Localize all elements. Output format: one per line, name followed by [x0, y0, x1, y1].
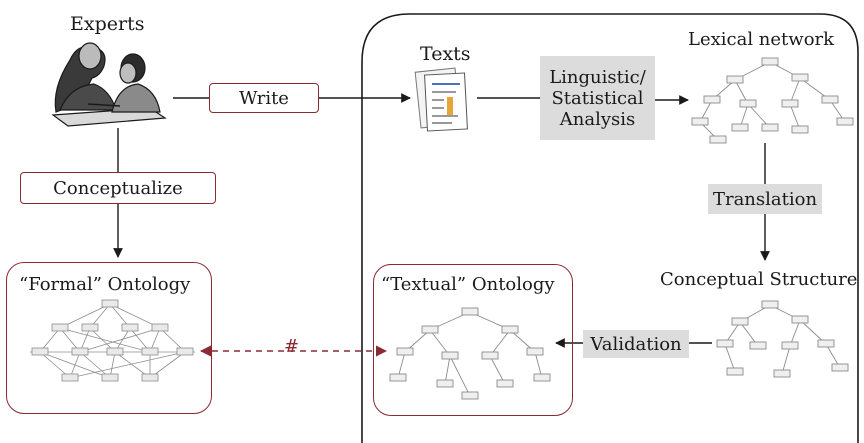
translation-label-box: Translation [708, 184, 822, 214]
write-label-box: Write [209, 83, 319, 113]
mismatch-symbol: # [284, 336, 300, 357]
analysis-line2: Statistical [551, 87, 644, 109]
validation-label-box: Validation [583, 330, 689, 358]
analysis-line1: Linguistic/ [549, 66, 646, 88]
textual-ontology-graph [389, 307, 551, 400]
conceptualize-label: Conceptualize [53, 177, 183, 199]
validation-label: Validation [590, 333, 682, 355]
lexical-network-label: Lexical network [688, 29, 835, 50]
conceptual-structure-label: Conceptual Structure [660, 269, 858, 290]
conceptualize-label-box: Conceptualize [20, 172, 216, 204]
texts-illustration [414, 67, 468, 132]
analysis-region [361, 13, 859, 443]
lexical-network-graph [691, 57, 854, 144]
conceptual-structure-graph [716, 300, 849, 378]
textual-ontology-label: “Textual” Ontology [381, 274, 555, 295]
experts-illustration [51, 42, 167, 127]
textual-ontology-box [373, 264, 573, 416]
analysis-box: Linguistic/ Statistical Analysis [540, 56, 655, 140]
write-label: Write [239, 87, 289, 109]
translation-label: Translation [712, 188, 818, 210]
formal-ontology-label: “Formal” Ontology [19, 274, 191, 295]
texts-label: Texts [420, 43, 471, 65]
experts-label: Experts [70, 13, 145, 35]
formal-ontology-box [6, 262, 212, 414]
formal-ontology-lattice [30, 299, 195, 382]
analysis-line3: Analysis [559, 108, 636, 130]
